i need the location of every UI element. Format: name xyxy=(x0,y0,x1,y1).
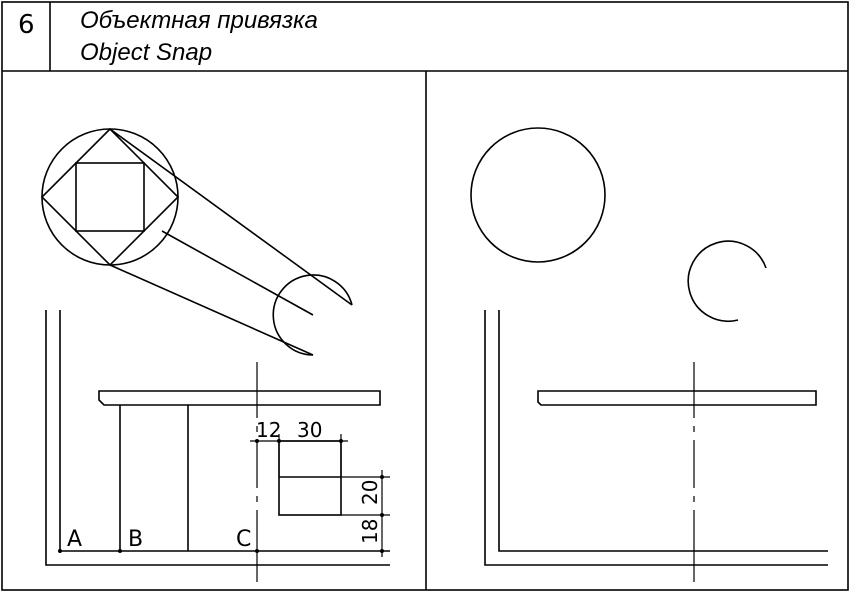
outer-circle xyxy=(41,128,179,266)
title-russian: Объектная привязка xyxy=(80,7,318,34)
point-a-label: A xyxy=(67,527,82,552)
placed-rectangle xyxy=(278,440,342,516)
dim-tick xyxy=(255,439,259,443)
corner-lines xyxy=(484,310,828,566)
dim-tick xyxy=(339,439,343,443)
snap-points: A B C xyxy=(58,527,259,553)
sheet-number: 6 xyxy=(18,10,35,40)
inner-corner-line xyxy=(498,310,828,552)
dim-tick xyxy=(277,439,281,443)
tangent-line-lower xyxy=(109,264,314,356)
beam xyxy=(98,390,381,406)
horizontal-dimension: 12 30 xyxy=(250,418,348,476)
title-english: Object Snap xyxy=(80,39,212,66)
dim-tick xyxy=(380,549,384,553)
left-panel: 12 30 20 18 A B C xyxy=(40,127,390,582)
dim-label-offset-x: 12 xyxy=(256,418,281,442)
right-panel xyxy=(470,127,828,582)
point-c-marker xyxy=(255,549,259,553)
point-b-marker xyxy=(118,549,122,553)
dim-tick xyxy=(380,475,384,479)
inscribed-squares-figure xyxy=(40,127,180,267)
outer-corner-line xyxy=(484,310,828,566)
inscribed-square xyxy=(75,162,145,232)
vertical-dimension: 20 18 xyxy=(341,470,390,557)
dim-tick xyxy=(380,513,384,517)
small-arc xyxy=(272,274,353,356)
point-c-label: C xyxy=(236,527,251,552)
tangent-line-upper xyxy=(109,128,353,306)
outer-corner-line xyxy=(45,310,390,566)
point-b-label: B xyxy=(128,527,143,552)
center-line xyxy=(161,230,314,316)
point-a-marker xyxy=(58,549,62,553)
dim-label-width: 30 xyxy=(297,418,322,442)
large-circle xyxy=(470,127,606,263)
dim-label-height: 20 xyxy=(358,480,382,505)
corner-lines xyxy=(45,310,390,566)
open-arc xyxy=(687,240,767,323)
dim-label-offset-y: 18 xyxy=(358,519,382,544)
beam xyxy=(537,390,817,406)
